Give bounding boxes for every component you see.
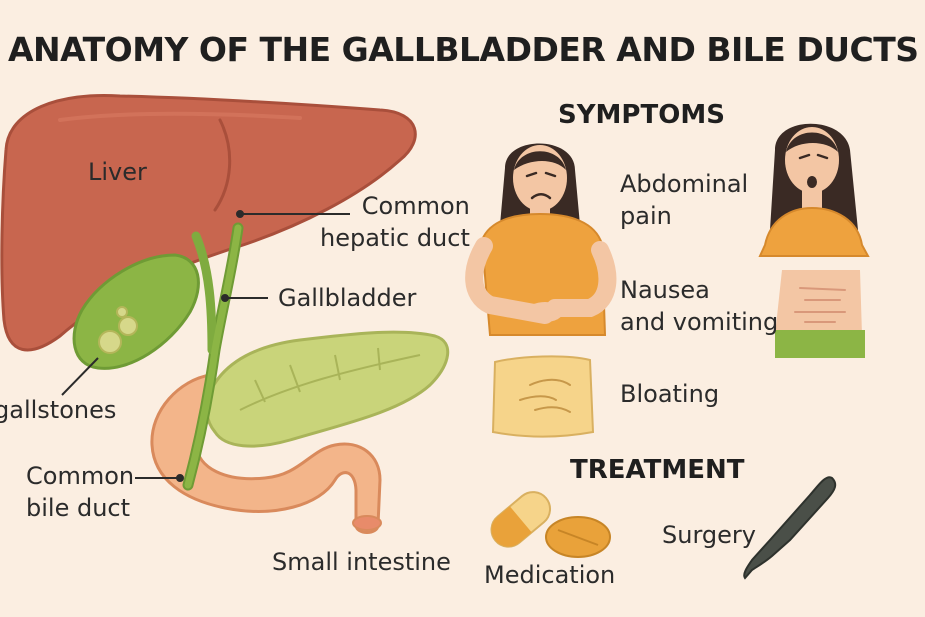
pancreas-illustration <box>205 330 450 448</box>
label-liver: Liver <box>88 158 147 186</box>
page-title: ANATOMY OF THE GALLBLADDER AND BILE DUCT… <box>8 30 919 69</box>
torso-illustration <box>775 270 865 358</box>
symptom-nausea: Nausea and vomiting <box>620 276 779 336</box>
label-common-hepatic-duct: Common hepatic duct <box>320 192 470 252</box>
woman-abdominal-pain-illustration <box>465 143 617 336</box>
scalpel-illustration <box>743 476 837 580</box>
gallbladder-illustration <box>72 253 200 370</box>
woman-nausea-illustration <box>758 123 870 257</box>
bloating-illustration <box>491 355 595 438</box>
label-gallstones: gallstones <box>0 396 117 424</box>
treatment-medication: Medication <box>484 561 616 589</box>
label-common-bile-duct: Common bile duct <box>26 462 135 522</box>
treatment-surgery: Surgery <box>662 521 756 549</box>
treatment-heading: TREATMENT <box>570 455 745 485</box>
symptoms-heading: SYMPTOMS <box>558 100 725 130</box>
symptom-bloating: Bloating <box>620 380 720 408</box>
symptom-abdominal-pain: Abdominal pain <box>620 170 749 230</box>
leader-lines <box>61 210 350 482</box>
medication-illustration <box>490 491 611 558</box>
label-gallbladder: Gallbladder <box>278 284 417 312</box>
bile-ducts-illustration <box>182 222 244 491</box>
label-small-intestine: Small intestine <box>272 548 451 576</box>
